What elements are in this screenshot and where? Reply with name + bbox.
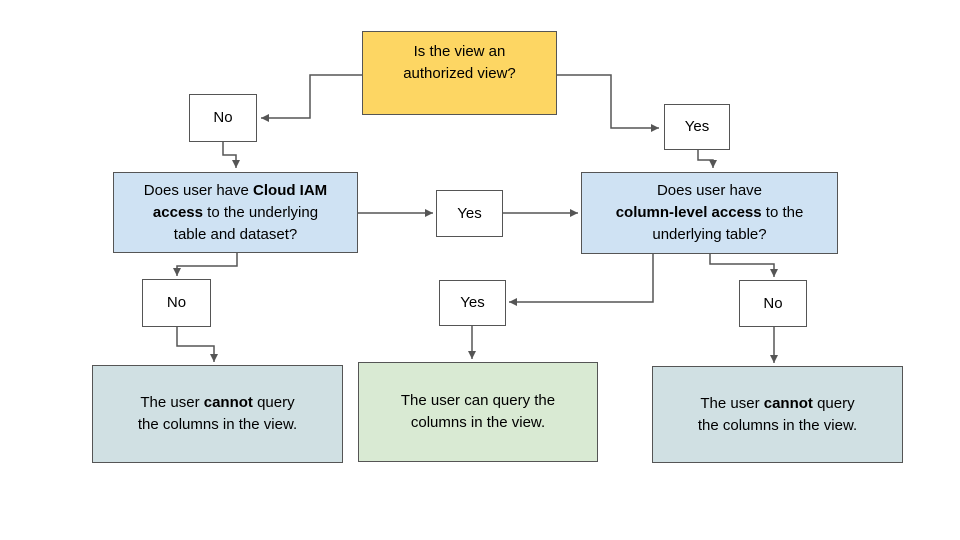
connector-no-left-to-outcome-left: [176, 327, 218, 362]
question-cloud-iam-line1: Does user have Cloud IAM: [144, 180, 327, 202]
outcome-middle-line2: columns in the view.: [410, 414, 546, 431]
connector-root-to-no: [261, 74, 362, 122]
connector-right-question-to-yes-bottom: [509, 254, 654, 306]
connector-left-question-to-no-left: [173, 253, 238, 276]
connector-root-to-yes: [557, 74, 659, 132]
label-no-right-text: No: [763, 294, 783, 312]
label-yes-top-text: Yes: [684, 118, 710, 135]
connector-yes-to-right-question: [697, 150, 717, 168]
question-column-level-line1: Does user have: [656, 182, 763, 199]
label-yes-bottom: Yes: [439, 280, 506, 326]
connector-right-question-to-no-right: [709, 254, 778, 277]
outcome-right-line1: The user cannot query: [700, 393, 854, 415]
question-cloud-iam-access: Does user have Cloud IAM access to the u…: [113, 172, 358, 253]
label-yes-mid: Yes: [436, 190, 503, 237]
question-cloud-iam-line1-pre: Does user have: [143, 181, 254, 199]
outcome-cannot-query-right: The user cannot query the columns in the…: [652, 366, 903, 463]
outcome-middle-line1: The user can query the: [400, 392, 556, 409]
decision-authorized-view-line1: Is the view an: [413, 43, 506, 60]
label-no-right: No: [739, 280, 807, 327]
outcome-left-line1-pre: The user: [140, 394, 204, 411]
label-no-top-text: No: [213, 109, 233, 126]
outcome-left-line2: the columns in the view.: [137, 416, 298, 433]
question-column-level-line3: underlying table?: [652, 226, 767, 243]
label-no-left: No: [142, 279, 211, 327]
outcome-right-line1-pre: The user: [700, 394, 764, 412]
label-yes-mid-text: Yes: [457, 204, 482, 222]
label-no-top: No: [189, 94, 257, 142]
outcome-left-line1: The user cannot query: [140, 392, 294, 414]
question-cloud-iam-line2-rest: to the underlying: [202, 203, 319, 221]
question-cloud-iam-line3: table and dataset?: [173, 225, 298, 243]
question-cloud-iam-line1-bold: Cloud IAM: [253, 181, 328, 199]
outcome-left-line1-bold: cannot: [203, 394, 253, 411]
label-no-left-text: No: [166, 294, 187, 311]
outcome-can-query: The user can query the columns in the vi…: [358, 362, 598, 462]
label-yes-bottom-text: Yes: [460, 294, 485, 311]
question-column-level-line2: column-level access to the: [616, 202, 804, 224]
question-column-level-line2-rest: to the: [761, 204, 804, 221]
question-cloud-iam-line2-bold: access: [152, 203, 203, 221]
connector-no-to-left-question: [222, 142, 240, 168]
question-cloud-iam-line2: access to the underlying: [153, 202, 318, 224]
question-column-level-line2-bold: column-level access: [615, 204, 762, 221]
outcome-right-line1-bold: cannot: [763, 394, 813, 412]
decision-authorized-view-line2: authorized view?: [403, 65, 516, 82]
outcome-cannot-query-left: The user cannot query the columns in the…: [92, 365, 343, 463]
outcome-right-line2: the columns in the view.: [697, 416, 858, 434]
label-yes-top: Yes: [664, 104, 730, 150]
decision-authorized-view: Is the view an authorized view?: [362, 31, 557, 115]
outcome-left-line1-post: query: [252, 394, 295, 411]
outcome-right-line1-post: query: [812, 394, 855, 412]
question-column-level-access: Does user have column-level access to th…: [581, 172, 838, 254]
